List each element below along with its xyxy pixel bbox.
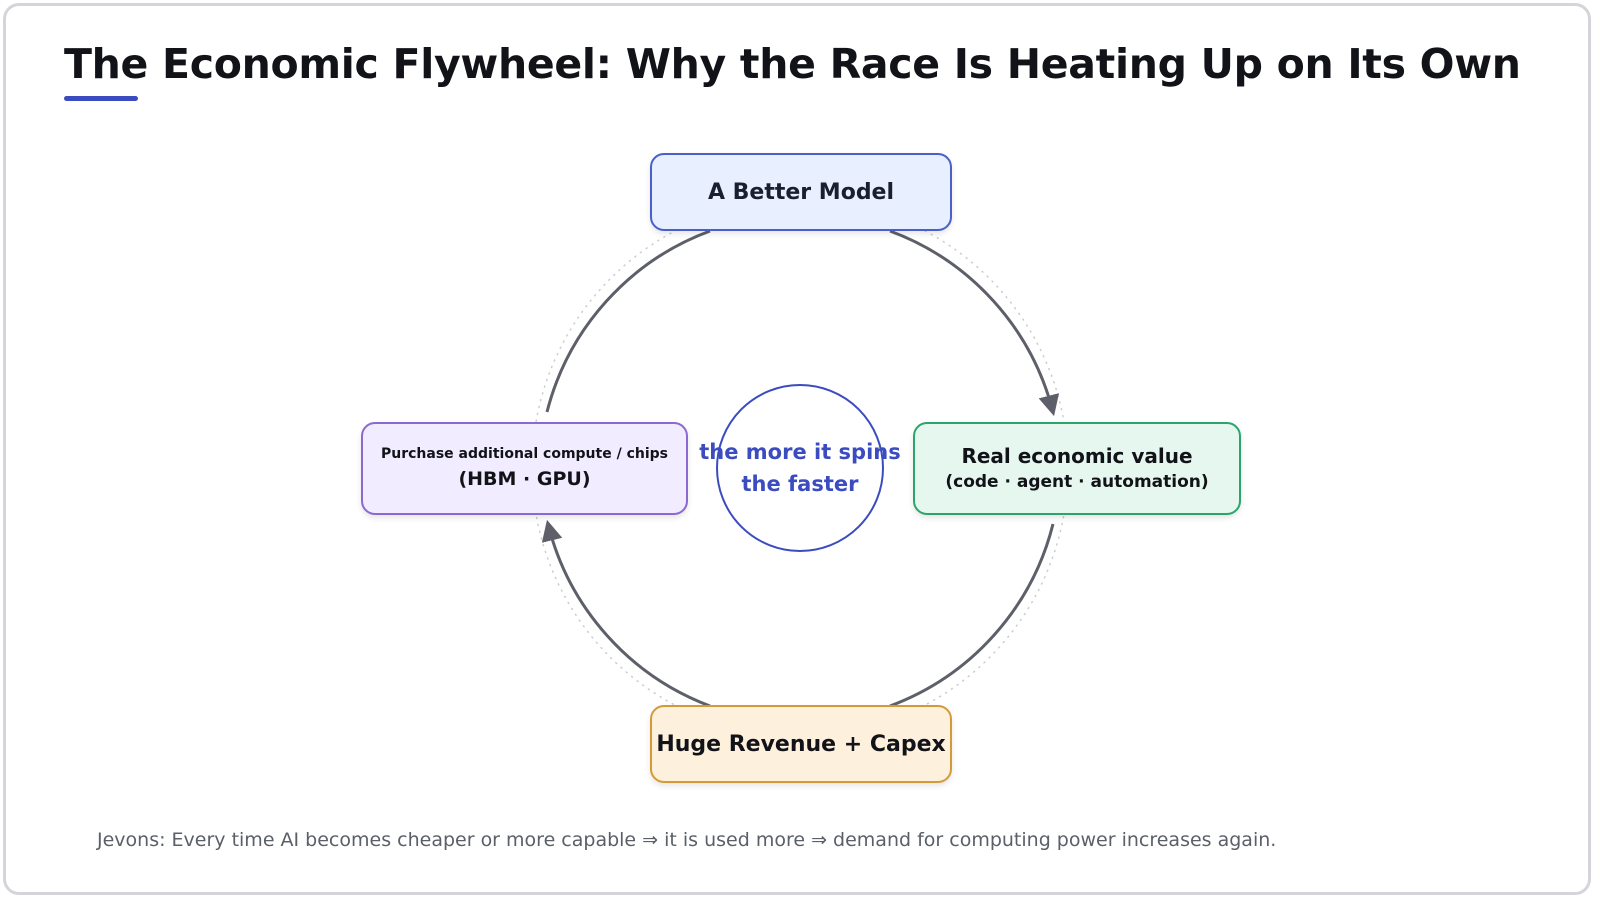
hub-text-line2: the faster — [741, 472, 859, 496]
node-economic-value-title: Real economic value — [961, 443, 1193, 468]
page-title: The Economic Flywheel: Why the Race Is H… — [64, 40, 1521, 88]
node-purchase-compute-subtitle: (HBM · GPU) — [458, 468, 591, 491]
node-revenue-capex-label: Huge Revenue + Capex — [656, 731, 946, 757]
flywheel-hub — [716, 384, 884, 552]
title-underline — [64, 96, 138, 101]
node-better-model: A Better Model — [650, 153, 952, 231]
node-revenue-capex: Huge Revenue + Capex — [650, 705, 952, 783]
jevons-footnote: Jevons: Every time AI becomes cheaper or… — [97, 829, 1277, 851]
node-purchase-compute: Purchase additional compute / chips (HBM… — [361, 422, 688, 515]
node-economic-value-subtitle: (code · agent · automation) — [945, 471, 1209, 492]
hub-text-line1: the more it spins — [699, 440, 901, 464]
node-purchase-compute-title: Purchase additional compute / chips — [381, 446, 668, 463]
flywheel-hub-text: the more it spins the faster — [690, 436, 910, 500]
node-better-model-label: A Better Model — [707, 179, 895, 205]
node-economic-value: Real economic value (code · agent · auto… — [913, 422, 1241, 515]
